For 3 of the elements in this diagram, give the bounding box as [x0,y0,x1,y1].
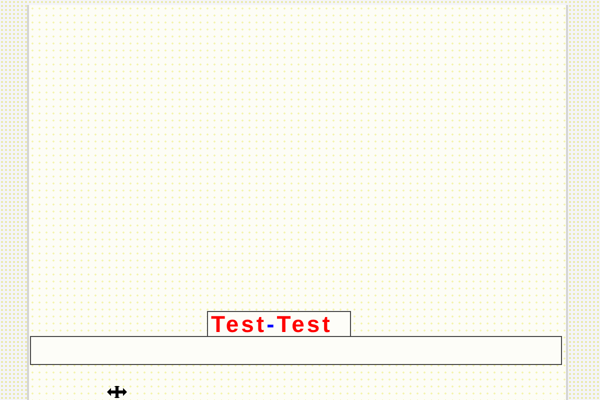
heading-text: Test-Test [210,312,334,335]
text-box [207,311,351,337]
empty-box [30,336,562,365]
